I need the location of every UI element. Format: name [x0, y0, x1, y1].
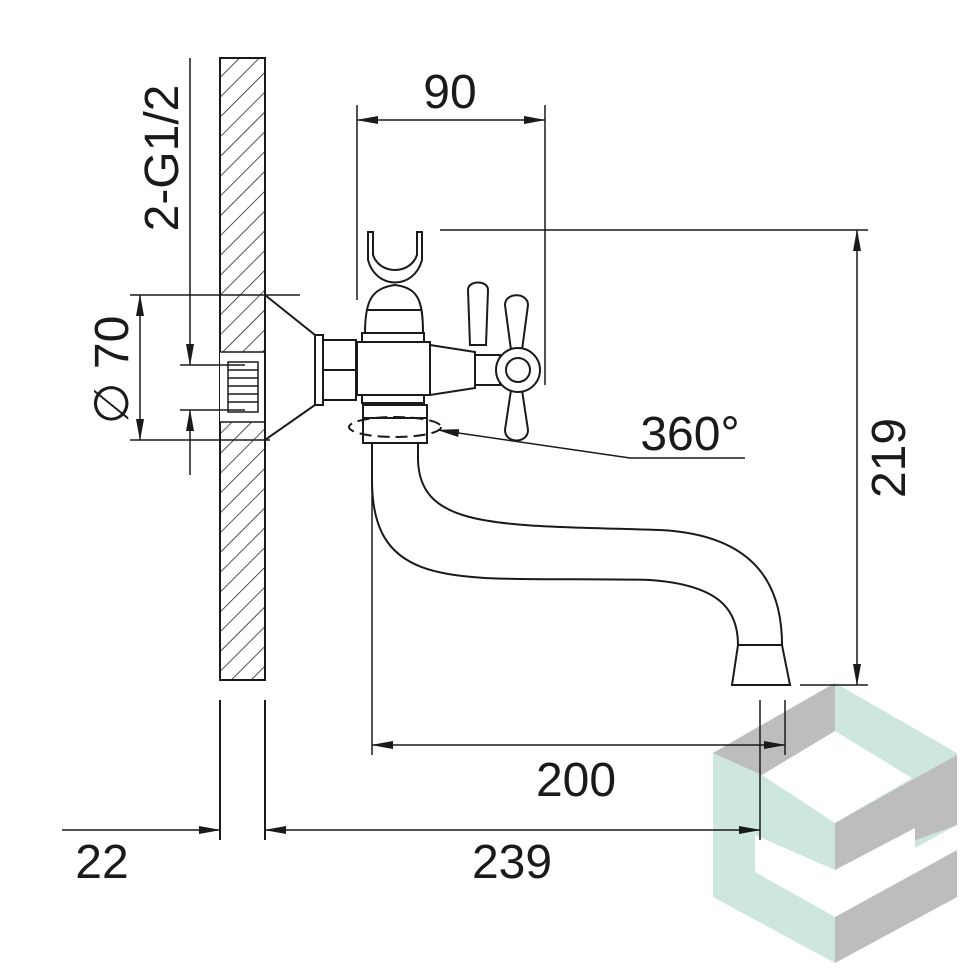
thread-label: 2-G1/2 — [136, 85, 189, 232]
dimension-219: 219 — [440, 229, 916, 686]
dimension-thread: 2-G1/2 — [136, 58, 245, 475]
dimension-200-label: 200 — [536, 754, 616, 807]
dimension-22-label: 22 — [75, 836, 128, 889]
dimension-22: 22 — [62, 826, 221, 889]
dimension-239: 239 — [264, 700, 761, 889]
dimension-diameter-70: ∅ 70 — [86, 294, 300, 441]
dimension-239-label: 239 — [472, 836, 552, 889]
dimension-219-label: 219 — [863, 418, 916, 498]
swivel-label: 360° — [640, 408, 739, 461]
dimension-90: 90 — [356, 66, 546, 385]
dimension-200: 200 — [371, 445, 786, 807]
brand-logo — [713, 683, 957, 963]
faucet-drawing — [264, 231, 792, 686]
swivel-annotation: 360° — [437, 408, 745, 461]
wall-section — [219, 57, 266, 840]
diameter-label: ∅ 70 — [86, 316, 139, 425]
dimension-90-label: 90 — [423, 66, 476, 119]
